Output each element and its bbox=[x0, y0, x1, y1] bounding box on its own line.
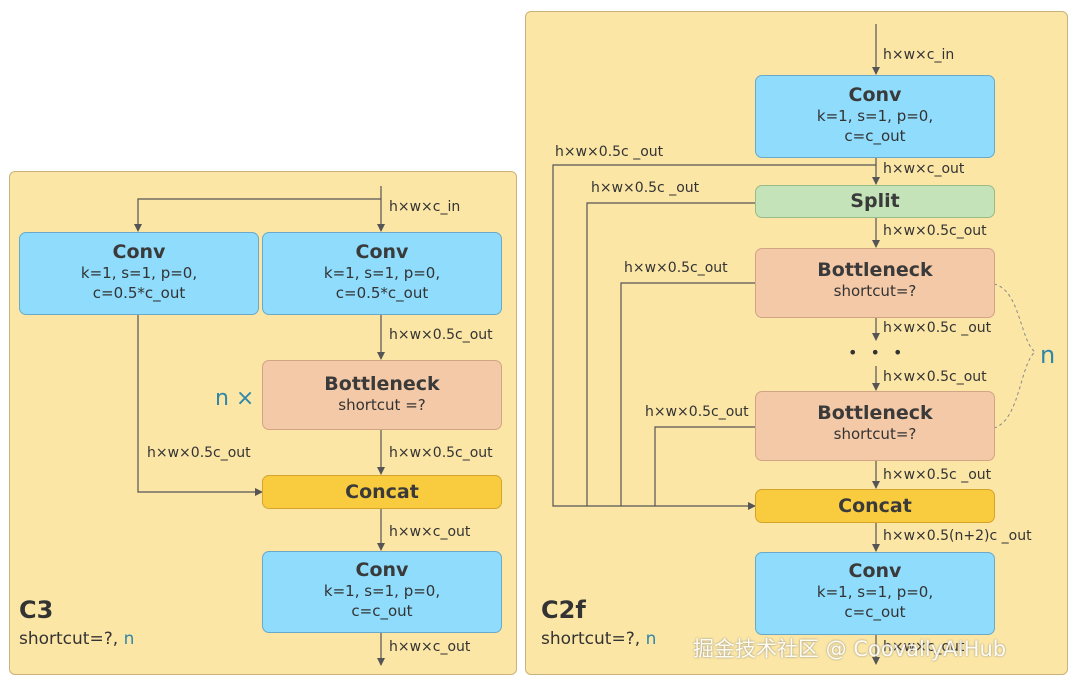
c3-bottleneck-title: Bottleneck bbox=[324, 373, 440, 395]
watermark: 掘金技术社区 @ CoovallyAIHub bbox=[693, 637, 1007, 661]
c3-params-n: n bbox=[123, 629, 135, 649]
c3-conv-left-title: Conv bbox=[112, 241, 166, 263]
c3-concat: Concat bbox=[262, 475, 502, 509]
c3-conv-right-params: k=1, s=1, p=0, bbox=[323, 264, 441, 282]
c3-conv-out-channels: c=c_out bbox=[351, 602, 413, 620]
c2f-bottleneck-2-shortcut: shortcut=? bbox=[833, 425, 917, 443]
c2f-bottleneck-2-title: Bottleneck bbox=[817, 402, 933, 424]
c2f-label-before-b2: h×w×0.5c_out bbox=[883, 369, 987, 385]
c2f-concat: Concat bbox=[755, 489, 995, 523]
c2f-bottleneck-1-shortcut: shortcut=? bbox=[833, 282, 917, 300]
c3-label-after-concat: h×w×c_out bbox=[389, 524, 471, 540]
c2f-label-in: h×w×c_in bbox=[883, 47, 955, 63]
c3-conv-out-title: Conv bbox=[355, 559, 409, 581]
c2f-conv-out-title: Conv bbox=[848, 560, 902, 582]
c2f-label-branch-outer: h×w×0.5c _out bbox=[555, 144, 664, 160]
c2f-label-after-concat: h×w×0.5(n+2)c _out bbox=[883, 528, 1032, 544]
c2f-label-out: h×w×c_out bbox=[883, 639, 965, 655]
c2f-bottleneck-2: Bottleneck shortcut=? bbox=[755, 391, 995, 461]
c2f-bottleneck-1-title: Bottleneck bbox=[817, 259, 933, 281]
c3-label-after-bottleneck: h×w×0.5c_out bbox=[389, 445, 493, 461]
c2f-label-branch-split: h×w×0.5c _out bbox=[591, 180, 700, 196]
c2f-label-after-b1: h×w×0.5c _out bbox=[883, 320, 992, 336]
c2f-conv-in-title: Conv bbox=[848, 84, 902, 106]
c2f-label-after-b2: h×w×0.5c _out bbox=[883, 467, 992, 483]
c2f-params-n: n bbox=[645, 629, 657, 649]
c3-conv-right-channels: c=0.5*c_out bbox=[335, 284, 429, 302]
c3-label-left-branch: h×w×0.5c_out bbox=[147, 445, 251, 461]
c3-label-out: h×w×c_out bbox=[389, 639, 471, 655]
c2f-conv-in-channels: c=c_out bbox=[844, 127, 906, 145]
c3-block-params: shortcut=?, n bbox=[19, 629, 134, 649]
c2f-split: Split bbox=[755, 185, 995, 218]
c3-conv-out: Conv k=1, s=1, p=0, c=c_out bbox=[262, 551, 502, 633]
c2f-conv-in: Conv k=1, s=1, p=0, c=c_out bbox=[755, 75, 995, 158]
c2f-params-text: shortcut=?, bbox=[541, 629, 641, 649]
c2f-label-after-conv: h×w×c_out bbox=[883, 161, 965, 177]
c3-label-in: h×w×c_in bbox=[389, 199, 461, 215]
c2f-brace-n: n bbox=[1040, 341, 1055, 369]
c3-conv-left: Conv k=1, s=1, p=0, c=0.5*c_out bbox=[19, 232, 259, 315]
c2f-bottleneck-1: Bottleneck shortcut=? bbox=[755, 248, 995, 318]
c3-concat-title: Concat bbox=[345, 481, 419, 503]
c3-params-text: shortcut=?, bbox=[19, 629, 119, 649]
c2f-conv-out: Conv k=1, s=1, p=0, c=c_out bbox=[755, 552, 995, 635]
c3-conv-left-params: k=1, s=1, p=0, bbox=[80, 264, 198, 282]
c2f-label-after-split: h×w×0.5c_out bbox=[883, 223, 987, 239]
c2f-ellipsis: • • • bbox=[848, 343, 907, 362]
c2f-label-branch-b1: h×w×0.5c_out bbox=[624, 260, 728, 276]
c3-label-after-conv: h×w×0.5c_out bbox=[389, 327, 493, 343]
c3-n-times-text: n × bbox=[215, 386, 255, 411]
c3-bottleneck-shortcut: shortcut =? bbox=[338, 396, 426, 414]
c2f-label-branch-b2: h×w×0.5c_out bbox=[645, 404, 749, 420]
c3-conv-right-title: Conv bbox=[355, 241, 409, 263]
c3-conv-out-params: k=1, s=1, p=0, bbox=[323, 582, 441, 600]
c2f-split-title: Split bbox=[850, 190, 900, 212]
c3-block-name: C3 bbox=[19, 596, 54, 624]
c2f-block-name: C2f bbox=[541, 596, 586, 624]
c2f-concat-title: Concat bbox=[838, 495, 912, 517]
c2f-conv-out-channels: c=c_out bbox=[844, 603, 906, 621]
c2f-brace-n-text: n bbox=[1040, 341, 1056, 369]
c3-n-times: n × bbox=[215, 386, 254, 411]
c2f-conv-out-params: k=1, s=1, p=0, bbox=[816, 583, 934, 601]
c3-bottleneck: Bottleneck shortcut =? bbox=[262, 360, 502, 430]
c2f-block-params: shortcut=?, n bbox=[541, 629, 656, 649]
c3-conv-left-channels: c=0.5*c_out bbox=[92, 284, 186, 302]
c3-conv-right: Conv k=1, s=1, p=0, c=0.5*c_out bbox=[262, 232, 502, 315]
c2f-conv-in-params: k=1, s=1, p=0, bbox=[816, 107, 934, 125]
